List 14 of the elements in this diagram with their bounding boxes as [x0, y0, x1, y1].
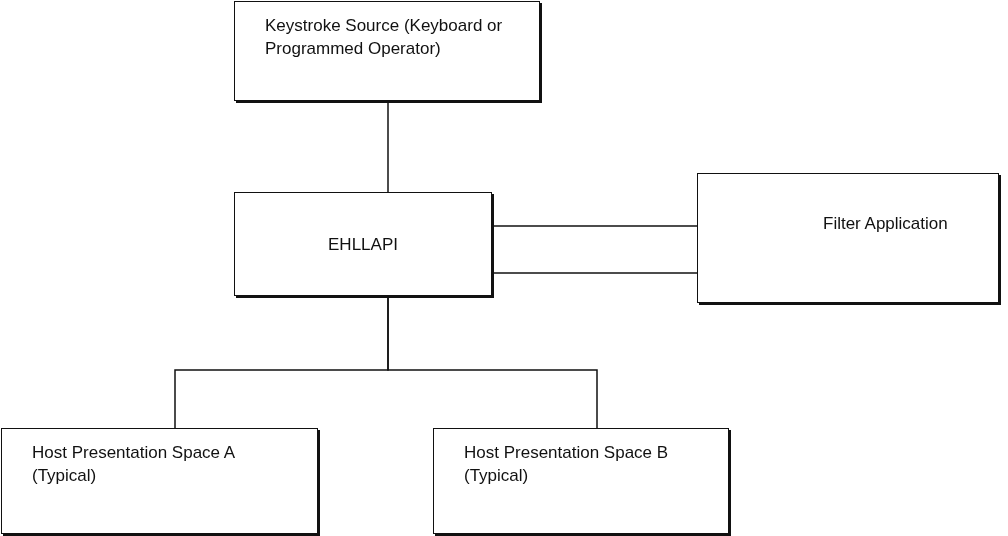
box-label: EHLLAPI [328, 233, 398, 256]
process-box [234, 192, 492, 296]
box-label: Keystroke Source (Keyboard or Programmed Operator) [265, 15, 504, 60]
connector-line [491, 225, 698, 227]
connector-line [387, 295, 598, 429]
process-box [697, 173, 999, 303]
connector-line [491, 272, 698, 274]
process-box [433, 428, 729, 534]
box-label: Filter Application [823, 213, 949, 235]
connector-line [387, 100, 389, 193]
process-box [1, 428, 318, 534]
process-box [234, 1, 540, 101]
box-label: Host Presentation Space B (Typical) [464, 442, 670, 487]
box-label: Host Presentation Space A (Typical) [32, 442, 236, 487]
